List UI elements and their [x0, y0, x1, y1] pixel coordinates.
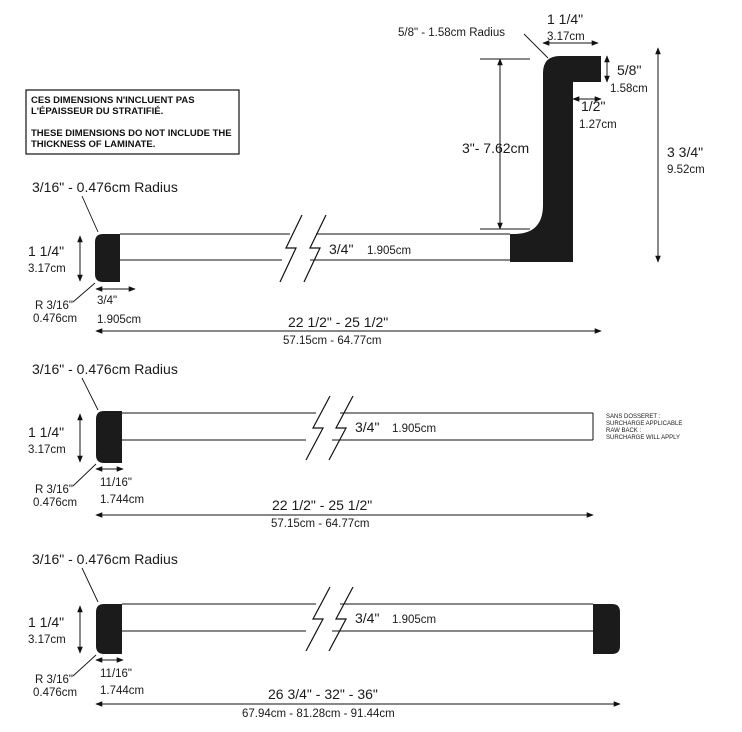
thickness-in: 1 1/4" — [28, 424, 64, 440]
thickness-in: 1 1/4" — [28, 614, 64, 630]
note-fr-line1: CES DIMENSIONS N'INCLUENT PAS — [31, 95, 195, 106]
backsplash-height: 3"- 7.62cm — [462, 140, 529, 156]
nose-in: 3/4" — [97, 295, 117, 307]
nose-cm: 1.744cm — [100, 494, 144, 506]
note-en-line2: THICKNESS OF LAMINATE. — [31, 139, 155, 150]
body-in: 3/4" — [355, 419, 379, 435]
break-symbol — [279, 214, 303, 283]
nose-cm: 1.744cm — [100, 685, 144, 697]
side-note-4: SURCHARGE WILL APPLY — [606, 435, 680, 441]
profile-2: SANS DOSSERET : SURCHARGE APPLICABLE RAW… — [28, 361, 682, 530]
note-en-line1: THESE DIMENSIONS DO NOT INCLUDE THE — [31, 128, 232, 139]
body-cm: 1.905cm — [392, 423, 436, 435]
profile-1: 1 1/4" 3.17cm 5/8" - 1.58cm Radius 5/8" … — [28, 11, 705, 347]
lip-height-in: 5/8" — [617, 62, 641, 78]
front-edge-nose — [96, 604, 122, 654]
depth-cm: 57.15cm - 64.77cm — [283, 335, 381, 347]
thickness-cm: 3.17cm — [28, 634, 66, 646]
side-note-2: SURCHARGE APPLICABLE — [606, 421, 682, 427]
r-label: R 3/16" — [35, 300, 73, 312]
front-edge-nose — [95, 234, 120, 282]
r-cm: 0.476cm — [33, 497, 77, 509]
lip-depth-in: 1/2" — [581, 98, 605, 114]
break-symbol — [305, 395, 331, 461]
backsplash-shape — [510, 56, 601, 262]
body-cm: 1.905cm — [367, 245, 411, 257]
laminate-note-box: CES DIMENSIONS N'INCLUENT PAS L'ÉPAISSEU… — [25, 89, 240, 155]
profile-3: 3/16" - 0.476cm Radius 1 1/4" 3.17cm R 3… — [28, 551, 621, 720]
edge-radius-label: 3/16" - 0.476cm Radius — [32, 551, 178, 567]
nose-cm: 1.905cm — [97, 314, 141, 326]
edge-radius-label: 3/16" - 0.476cm Radius — [32, 361, 178, 377]
depth-in: 22 1/2" - 25 1/2" — [288, 314, 388, 330]
depth-cm: 57.15cm - 64.77cm — [271, 518, 369, 530]
r-label: R 3/16" — [35, 484, 73, 496]
thickness-cm: 3.17cm — [28, 263, 66, 275]
side-note-1: SANS DOSSERET : — [606, 414, 661, 420]
nose-in: 11/16" — [100, 668, 132, 680]
r-cm: 0.476cm — [33, 687, 77, 699]
depth-in: 22 1/2" - 25 1/2" — [272, 497, 372, 513]
back-edge-nose — [593, 604, 620, 654]
side-note-3: RAW BACK : — [606, 428, 641, 434]
depth-cm: 67.94cm - 81.28cm - 91.44cm — [242, 708, 395, 720]
body-in: 3/4" — [329, 241, 353, 257]
nose-in: 11/16" — [100, 477, 132, 489]
top-width-cm: 3.17cm — [547, 31, 585, 43]
total-height-cm: 9.52cm — [667, 164, 705, 176]
body-in: 3/4" — [355, 610, 379, 626]
body-cm: 1.905cm — [392, 614, 436, 626]
r-cm: 0.476cm — [33, 313, 77, 325]
r-label: R 3/16" — [35, 674, 73, 686]
edge-radius-label: 3/16" - 0.476cm Radius — [32, 179, 178, 195]
inner-radius-label: 5/8" - 1.58cm Radius — [398, 27, 505, 39]
thickness-in: 1 1/4" — [28, 243, 64, 259]
note-fr-line2: L'ÉPAISSEUR DU STRATIFIÉ. — [31, 106, 163, 117]
top-width-in: 1 1/4" — [547, 11, 583, 27]
front-edge-nose — [96, 411, 122, 463]
total-height-in: 3 3/4" — [667, 144, 703, 160]
depth-in: 26 3/4" - 32" - 36" — [268, 686, 378, 702]
break-symbol — [305, 586, 331, 652]
lip-depth-cm: 1.27cm — [579, 119, 617, 131]
lip-height-cm: 1.58cm — [610, 83, 648, 95]
thickness-cm: 3.17cm — [28, 444, 66, 456]
